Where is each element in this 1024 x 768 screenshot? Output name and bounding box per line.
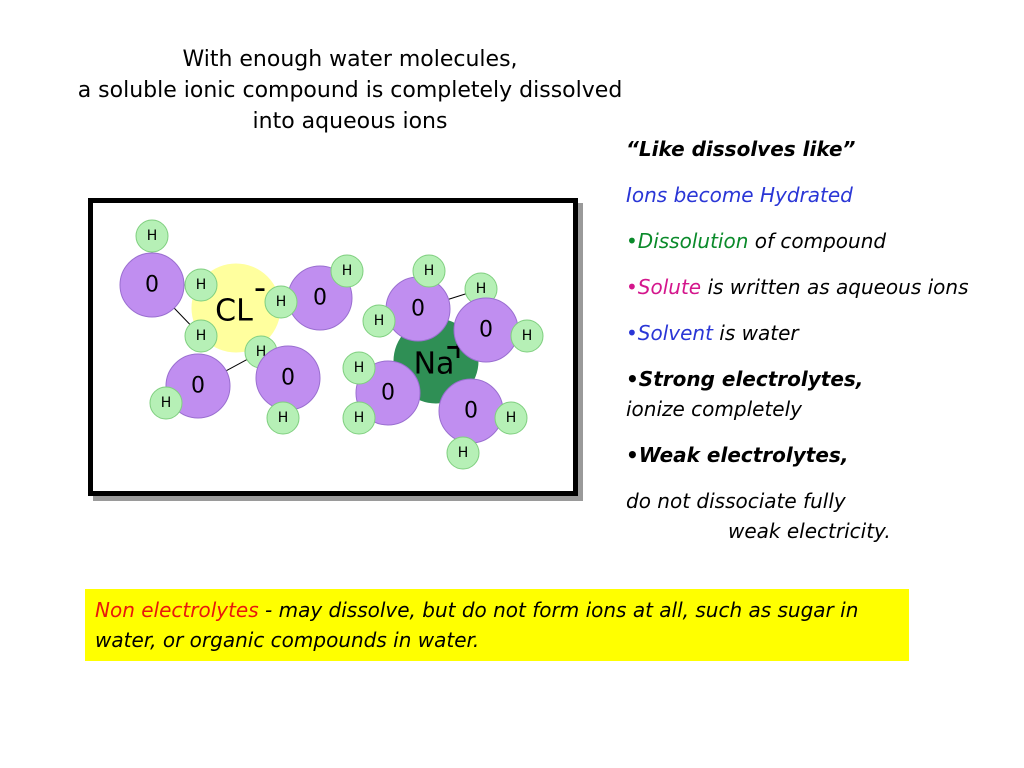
weak-line-2: weak electricity. bbox=[728, 519, 891, 543]
hydrogen-atom bbox=[330, 254, 364, 288]
weak-term: Weak electrolytes, bbox=[638, 443, 849, 467]
oxygen-label: 0 bbox=[381, 381, 395, 406]
hydrogen-label: H bbox=[354, 360, 365, 376]
note-strong-electrolytes: •Strong electrolytes, ionize completely bbox=[626, 364, 1006, 424]
hydrogen-label: H bbox=[424, 263, 435, 279]
title-line-3: into aqueous ions bbox=[252, 109, 448, 134]
bullet: • bbox=[626, 321, 638, 345]
hydrogen-label: H bbox=[161, 395, 172, 411]
strong-term: Strong electrolytes, bbox=[638, 367, 864, 391]
callout-term: Non electrolytes bbox=[95, 598, 259, 622]
hydrogen-atom bbox=[446, 436, 480, 470]
note-dissolution: •Dissolution of compound bbox=[626, 226, 1006, 256]
oxygen-label: 0 bbox=[411, 297, 425, 322]
hydrogen-label: H bbox=[196, 277, 207, 293]
non-electrolytes-callout: Non electrolytes - may dissolve, but do … bbox=[85, 589, 909, 661]
hydrogen-label: H bbox=[276, 294, 287, 310]
hydrogen-atom bbox=[494, 401, 528, 435]
note-solvent: •Solvent is water bbox=[626, 318, 1006, 348]
hydrogen-atom bbox=[184, 319, 218, 353]
note-weak-description: do not dissociate fully weak electricity… bbox=[626, 486, 1006, 546]
note-solute: •Solute is written as aqueous ions bbox=[626, 272, 1006, 302]
chloride-ion-charge: - bbox=[254, 268, 266, 308]
slide-title: With enough water molecules, a soluble i… bbox=[40, 44, 660, 137]
title-line-1: With enough water molecules, bbox=[182, 47, 518, 72]
strong-rest: ionize completely bbox=[626, 397, 802, 421]
hydrogen-atom bbox=[135, 219, 169, 253]
hydrogen-label: H bbox=[342, 263, 353, 279]
hydrogen-atom bbox=[342, 401, 376, 435]
hydrogen-label: H bbox=[522, 328, 533, 344]
note-like-dissolves-like: “Like dissolves like” bbox=[626, 137, 856, 161]
oxygen-label: 0 bbox=[281, 366, 295, 391]
hydrogen-label: H bbox=[354, 410, 365, 426]
bullet: • bbox=[626, 367, 639, 391]
bullet: • bbox=[626, 275, 638, 299]
hydrogen-atom bbox=[149, 386, 183, 420]
note-ions-hydrated: Ions become Hydrated bbox=[626, 183, 853, 207]
notes-list: “Like dissolves like” Ions become Hydrat… bbox=[626, 134, 1006, 546]
weak-line-1: do not dissociate fully bbox=[626, 489, 846, 513]
hydrogen-label: H bbox=[278, 410, 289, 426]
hydrogen-label: H bbox=[458, 445, 469, 461]
oxygen-atom bbox=[119, 252, 185, 318]
hydrogen-atom bbox=[184, 268, 218, 302]
hydrogen-atom bbox=[342, 351, 376, 385]
solvent-term: Solvent bbox=[637, 321, 713, 345]
hydrogen-atom bbox=[412, 254, 446, 288]
hydrogen-label: H bbox=[256, 344, 267, 360]
hydrogen-atom bbox=[266, 401, 300, 435]
oxygen-label: 0 bbox=[145, 273, 159, 298]
oxygen-label: 0 bbox=[191, 374, 205, 399]
hydrogen-atom bbox=[264, 285, 298, 319]
hydrogen-label: H bbox=[147, 228, 158, 244]
oxygen-label: 0 bbox=[479, 318, 493, 343]
hydrogen-label: H bbox=[196, 328, 207, 344]
sodium-ion-label: Na bbox=[414, 347, 455, 382]
hydrogen-atom bbox=[362, 304, 396, 338]
hydrogen-label: H bbox=[476, 281, 487, 297]
solvent-rest: is water bbox=[712, 321, 799, 345]
solute-term: Solute bbox=[637, 275, 702, 299]
solute-rest: is written as aqueous ions bbox=[701, 275, 969, 299]
hydrogen-label: H bbox=[506, 410, 517, 426]
callout-text: - may dissolve, but do not form ions at … bbox=[95, 598, 859, 652]
hydrogen-atom bbox=[510, 319, 544, 353]
dissolution-term: Dissolution bbox=[637, 229, 749, 253]
oxygen-label: 0 bbox=[464, 399, 478, 424]
bullet: • bbox=[626, 229, 638, 253]
oxygen-label: 0 bbox=[313, 286, 327, 311]
note-weak-electrolytes: •Weak electrolytes, bbox=[626, 440, 1006, 470]
hydrogen-label: H bbox=[374, 313, 385, 329]
dissolution-rest: of compound bbox=[748, 229, 887, 253]
bullet: • bbox=[626, 443, 639, 467]
chloride-ion-label: CL bbox=[215, 294, 253, 329]
title-line-2: a soluble ionic compound is completely d… bbox=[77, 78, 623, 103]
